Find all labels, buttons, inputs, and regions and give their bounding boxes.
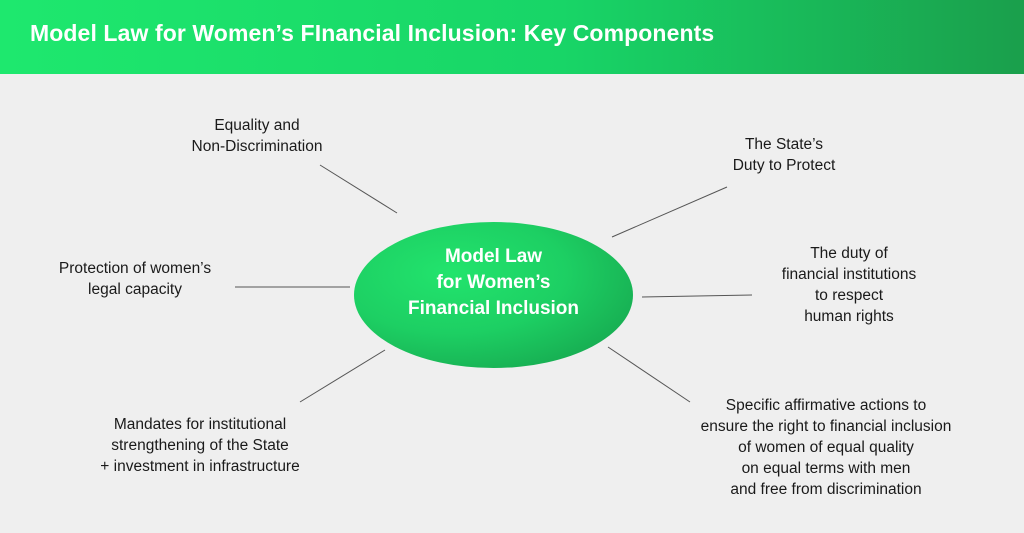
- header-banner: Model Law for Women’s FInancial Inclusio…: [0, 0, 1024, 74]
- branch-equality: Equality and Non-Discrimination: [142, 115, 372, 157]
- central-label-line: Financial Inclusion: [407, 298, 580, 319]
- branch-affirmative: Specific affirmative actions to ensure t…: [666, 395, 986, 500]
- branch-institutions: The duty of financial institutions to re…: [734, 243, 964, 327]
- branch-text-line: Specific affirmative actions to: [725, 397, 927, 414]
- branch-text-line: Mandates for institutional: [113, 416, 287, 433]
- central-node: [354, 222, 633, 368]
- branch-text-line: Duty to Protect: [732, 157, 836, 174]
- branch-text-line: strengthening of the State: [111, 437, 289, 454]
- branch-text-line: and free from discrimination: [730, 481, 922, 498]
- branch-text-line: financial institutions: [781, 266, 917, 283]
- branch-text-line: on equal terms with men: [741, 460, 911, 477]
- central-label-line: for Women’s: [436, 272, 551, 293]
- branch-text-line: human rights: [804, 308, 894, 325]
- branch-state-duty: The State’s Duty to Protect: [684, 134, 884, 176]
- branch-mandates: Mandates for institutional strengthening…: [50, 414, 350, 477]
- branch-text-line: Equality and: [214, 117, 300, 134]
- branch-text-line: of women of equal quality: [738, 439, 914, 456]
- branch-text-line: + investment in infrastructure: [100, 458, 300, 475]
- connector-affirmative: [607, 346, 691, 403]
- central-label-line: Model Law: [444, 246, 543, 267]
- connector-mandates: [299, 349, 386, 403]
- branch-text-line: The State’s: [744, 136, 824, 153]
- branch-text-line: legal capacity: [88, 281, 182, 298]
- branch-text-line: ensure the right to financial inclusion: [700, 418, 952, 435]
- branch-protection: Protection of women’s legal capacity: [20, 258, 250, 300]
- central-node-label: Model Law for Women’s Financial Inclusio…: [354, 244, 633, 322]
- branch-text-line: to respect: [814, 287, 884, 304]
- branch-text-line: Non-Discrimination: [191, 138, 323, 155]
- connector-state-duty: [611, 186, 728, 238]
- connector-equality: [319, 164, 398, 214]
- connector-institutions: [641, 294, 753, 298]
- branch-text-line: Protection of women’s: [58, 260, 212, 277]
- branch-text-line: The duty of: [810, 245, 888, 262]
- page-title: Model Law for Women’s FInancial Inclusio…: [30, 20, 715, 46]
